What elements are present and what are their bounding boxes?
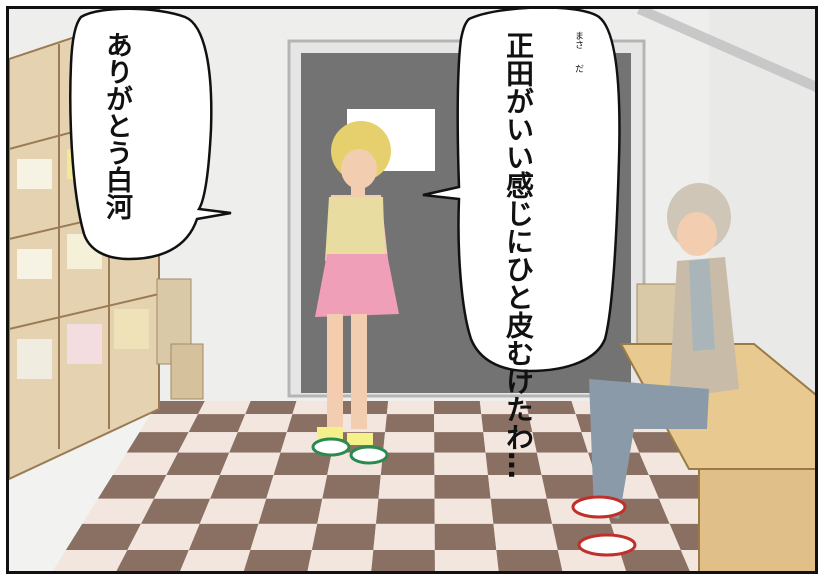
bench-side xyxy=(698,468,815,571)
speech-line: ありがとう xyxy=(101,31,132,166)
floor-tile xyxy=(237,414,293,433)
boy-pants xyxy=(589,379,709,519)
speech-text-left: ありがとう白河 xyxy=(97,31,135,246)
floor-tile xyxy=(112,452,178,475)
floor-tile xyxy=(245,401,297,415)
speech-line: 正田がいい感じに xyxy=(502,31,535,255)
floor-tile xyxy=(180,549,251,571)
floor-tile xyxy=(373,523,435,550)
furigana-masa: まさ xyxy=(573,31,583,49)
floor-tile xyxy=(273,452,332,475)
floor-tile xyxy=(188,414,246,433)
floor-tile xyxy=(485,452,542,475)
floor-tile xyxy=(479,401,529,415)
comic-panel: ありがとう白河 正田がいい感じにひと皮むけたわ… まさ だ xyxy=(6,6,818,574)
floor-tile xyxy=(483,432,537,453)
floor-tile xyxy=(532,432,589,453)
floor-tile xyxy=(65,523,141,550)
floor-tile xyxy=(210,474,274,499)
floor-tile xyxy=(385,414,435,433)
floor-tile xyxy=(378,474,435,499)
floor-tile xyxy=(481,414,533,433)
speech-bubble-left xyxy=(69,9,232,261)
floor-tile xyxy=(317,498,379,524)
floor-tile xyxy=(490,498,553,524)
floor-tile xyxy=(322,474,381,499)
floor-tile xyxy=(383,432,435,453)
floor-tile xyxy=(229,432,287,453)
floor-tile xyxy=(434,498,494,524)
speech-text-right: 正田がいい感じにひと皮むけたわ… xyxy=(497,31,539,479)
floor-tile xyxy=(434,549,499,571)
floor-tile xyxy=(386,401,435,415)
speech-bubble-right xyxy=(422,9,621,373)
floor-tile xyxy=(188,523,259,550)
floor-tile xyxy=(219,452,281,475)
floor-tile xyxy=(198,401,251,415)
checkered-floor xyxy=(52,401,815,571)
floor-tile xyxy=(619,549,690,571)
floor-tile xyxy=(199,498,267,524)
floor-tile xyxy=(536,452,596,475)
floor-tile xyxy=(258,498,323,524)
floor-tile xyxy=(434,523,497,550)
floor-tile xyxy=(493,523,558,550)
floor-tile xyxy=(496,549,563,571)
floor-tile xyxy=(243,549,312,571)
floor-tile xyxy=(126,432,189,453)
ceiling-pipe xyxy=(636,9,815,92)
floor-tile xyxy=(488,474,547,499)
floor-tile xyxy=(82,498,154,524)
floor-tile xyxy=(116,549,189,571)
floor-tile xyxy=(52,549,128,571)
floor-tile xyxy=(150,401,205,415)
furigana-da: だ xyxy=(573,64,583,73)
floor-tile xyxy=(307,549,374,571)
floor-tile xyxy=(375,498,435,524)
speech-line: ひと皮むけたわ… xyxy=(502,255,535,479)
floor-tile xyxy=(380,452,435,475)
scene-illustration xyxy=(9,9,815,571)
floor-tile xyxy=(266,474,328,499)
floor-tile xyxy=(371,549,435,571)
floor-tile xyxy=(166,452,230,475)
cardboard-box xyxy=(170,343,204,400)
floor-tile xyxy=(434,452,489,475)
floor-tile xyxy=(434,401,482,415)
floor-tile xyxy=(153,474,220,499)
floor-tile xyxy=(434,474,491,499)
floor-tile xyxy=(97,474,167,499)
floor-tile xyxy=(139,414,199,433)
speech-line: 白河 xyxy=(101,166,132,220)
girl-character xyxy=(311,121,399,465)
girl-dress xyxy=(315,254,399,317)
floor-tile xyxy=(311,523,376,550)
floor-tile xyxy=(541,474,603,499)
floor-tile xyxy=(434,432,486,453)
floor-tile xyxy=(525,401,576,415)
boy-character xyxy=(571,183,739,557)
floor-tile xyxy=(177,432,238,453)
floor-tile xyxy=(140,498,211,524)
floor-tile xyxy=(250,523,318,550)
floor-tile xyxy=(434,414,484,433)
floor-tile xyxy=(528,414,582,433)
floor-tile xyxy=(127,523,200,550)
